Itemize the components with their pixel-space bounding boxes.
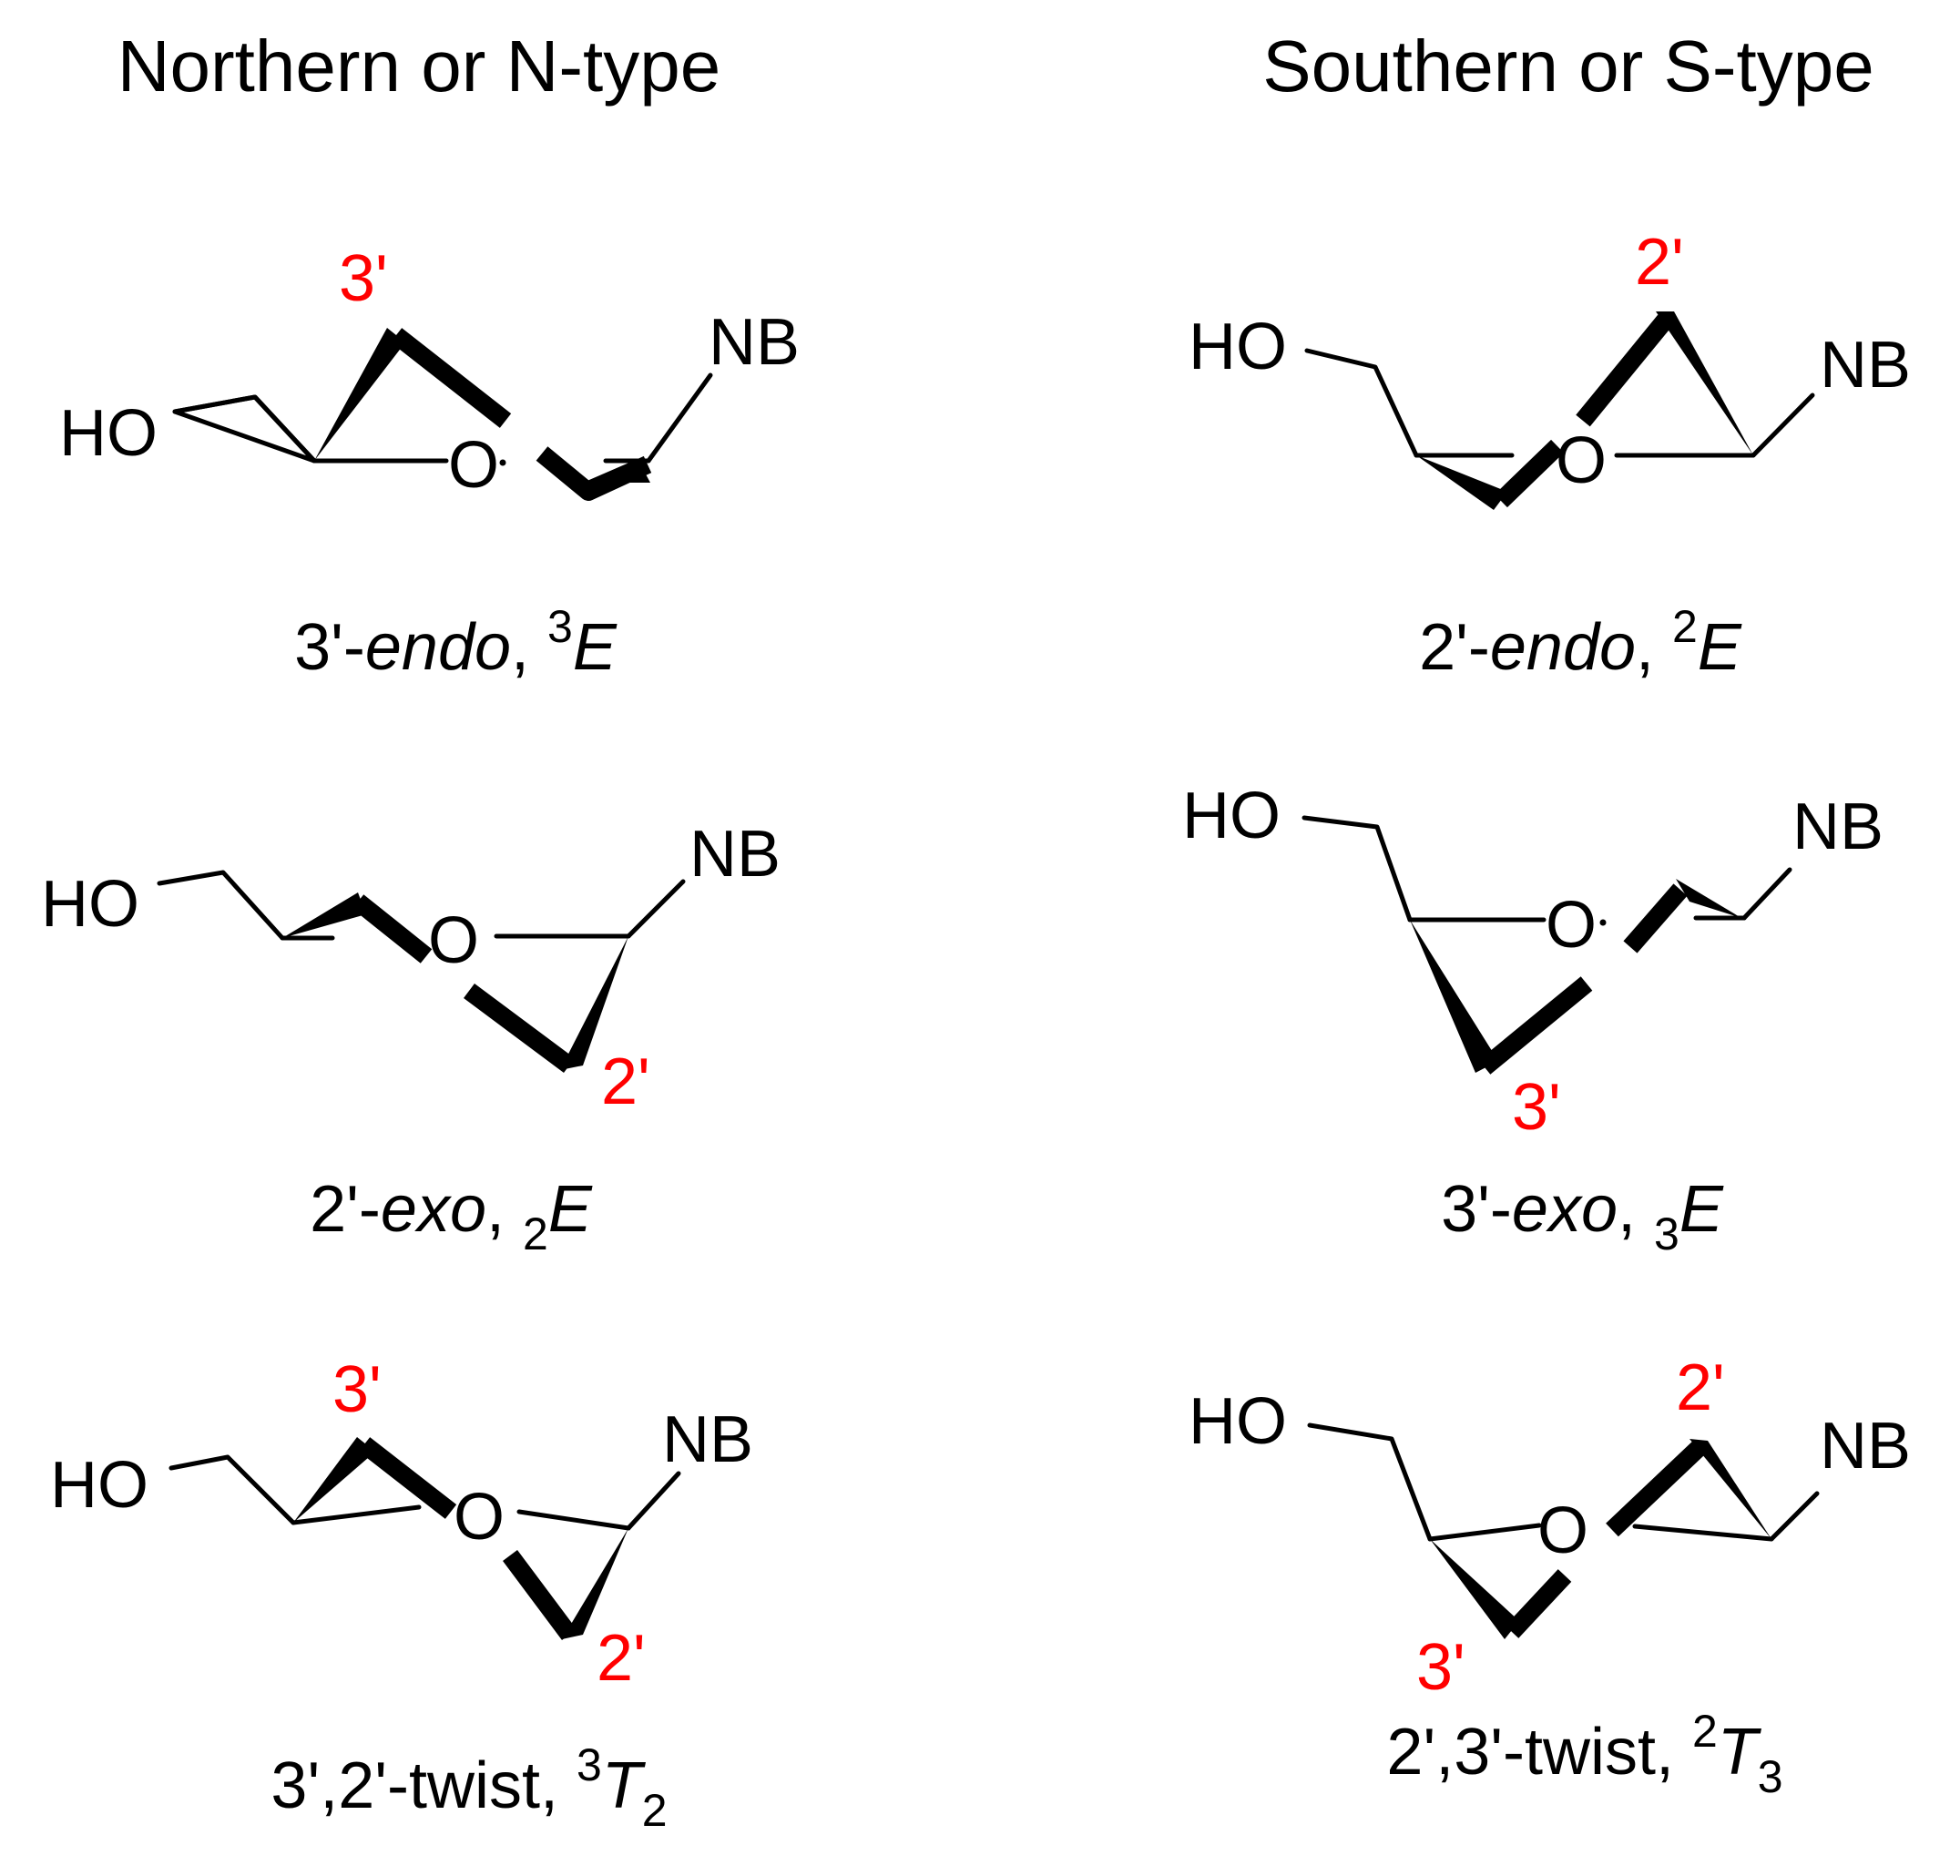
ring-oxygen-label: O bbox=[454, 1481, 505, 1554]
bold-bond bbox=[352, 894, 433, 963]
bond bbox=[291, 1504, 422, 1525]
position-2-prime-label: 2' bbox=[601, 1045, 650, 1118]
bold-bond bbox=[464, 983, 575, 1074]
bond bbox=[1741, 867, 1792, 921]
caption-2-3-twist: 2',3'-twist, 2T3 bbox=[1386, 1706, 1782, 1802]
position-3-prime-label: 3' bbox=[1512, 1071, 1561, 1144]
radical-dot bbox=[499, 459, 506, 466]
caption-3-2-twist: 3',2'-twist, 3T2 bbox=[271, 1739, 667, 1836]
wedge-bond bbox=[1430, 1539, 1519, 1639]
wedge-bond bbox=[1410, 920, 1498, 1073]
ring-oxygen-label: O bbox=[1556, 424, 1607, 497]
position-2-prime-label: 2' bbox=[1635, 226, 1684, 299]
bond bbox=[157, 870, 285, 941]
bold-bond bbox=[1576, 314, 1672, 427]
bond bbox=[626, 879, 686, 939]
bond bbox=[172, 394, 317, 464]
bond bbox=[1302, 815, 1413, 923]
nb-label: NB bbox=[1792, 790, 1883, 863]
structure-2-endo: HO O NB 2' bbox=[1189, 226, 1911, 510]
position-2-prime-label: 2' bbox=[1676, 1351, 1725, 1424]
nb-label: NB bbox=[689, 818, 781, 891]
wedge-bond bbox=[1416, 455, 1507, 510]
bold-bond bbox=[1495, 439, 1564, 508]
wedge-bond bbox=[293, 1437, 375, 1523]
bond bbox=[1427, 1523, 1542, 1542]
bold-bond bbox=[358, 1437, 457, 1519]
wedge-bond bbox=[560, 936, 628, 1070]
caption-2-endo: 2'-endo, 2E bbox=[1419, 601, 1742, 684]
ring-oxygen-label: O bbox=[1546, 889, 1597, 962]
wedge-bond bbox=[562, 1528, 628, 1639]
bond bbox=[1307, 1422, 1433, 1542]
bond bbox=[1769, 1491, 1820, 1542]
nb-label: NB bbox=[662, 1403, 753, 1476]
bold-bond bbox=[1606, 1441, 1705, 1537]
bond bbox=[1304, 348, 1419, 458]
bond bbox=[1751, 393, 1815, 458]
wedge-bond bbox=[583, 459, 650, 483]
header-southern: Southern or S-type bbox=[1262, 25, 1873, 107]
wedge-bond bbox=[282, 892, 366, 938]
bond bbox=[168, 1454, 296, 1525]
position-3-prime-label: 3' bbox=[339, 242, 388, 315]
radical-dot bbox=[1599, 919, 1607, 926]
ho-label: HO bbox=[1189, 1385, 1287, 1458]
structure-2-exo: HO O NB 2' bbox=[41, 818, 781, 1118]
ho-label: HO bbox=[41, 868, 139, 941]
caption-2-exo: 2'-exo, 2E bbox=[310, 1173, 593, 1259]
bond bbox=[516, 1509, 631, 1531]
bond bbox=[1632, 1524, 1774, 1542]
bond bbox=[646, 372, 713, 464]
ho-label: HO bbox=[1182, 780, 1281, 852]
caption-3-exo: 3'-exo, 3E bbox=[1441, 1173, 1724, 1259]
nb-label: NB bbox=[709, 306, 800, 379]
bold-bond bbox=[1478, 976, 1593, 1075]
wedge-bond bbox=[1676, 879, 1741, 918]
nb-label: NB bbox=[1820, 329, 1911, 402]
structure-3-endo: HO O NB 3' bbox=[59, 242, 800, 502]
bond bbox=[626, 1471, 681, 1531]
ho-label: HO bbox=[59, 397, 158, 470]
structure-3-exo: HO O NB 3' bbox=[1182, 780, 1883, 1144]
ring-oxygen-label: O bbox=[1537, 1494, 1588, 1567]
header-northern: Northern or N-type bbox=[117, 25, 720, 107]
nb-label: NB bbox=[1820, 1410, 1911, 1483]
bold-bond bbox=[502, 1550, 577, 1640]
ring-oxygen-label: O bbox=[428, 904, 479, 977]
structure-3-2-twist: HO O NB 3' 2' bbox=[50, 1353, 753, 1695]
position-3-prime-label: 3' bbox=[332, 1353, 382, 1426]
ring-oxygen-label: O bbox=[448, 429, 499, 502]
ho-label: HO bbox=[1189, 311, 1287, 383]
ho-label: HO bbox=[50, 1449, 148, 1522]
position-2-prime-label: 2' bbox=[597, 1622, 646, 1695]
wedge-bond bbox=[1689, 1439, 1771, 1539]
wedge-bond bbox=[1656, 311, 1753, 455]
caption-3-endo: 3'-endo, 3E bbox=[294, 601, 618, 684]
bold-bond bbox=[1505, 1569, 1572, 1638]
position-3-prime-label: 3' bbox=[1416, 1631, 1465, 1704]
wedge-bond bbox=[314, 328, 405, 461]
bold-bond bbox=[390, 328, 512, 428]
bold-bond bbox=[1623, 883, 1688, 953]
structure-2-3-twist: HO O NB 2' 3' bbox=[1189, 1351, 1911, 1704]
